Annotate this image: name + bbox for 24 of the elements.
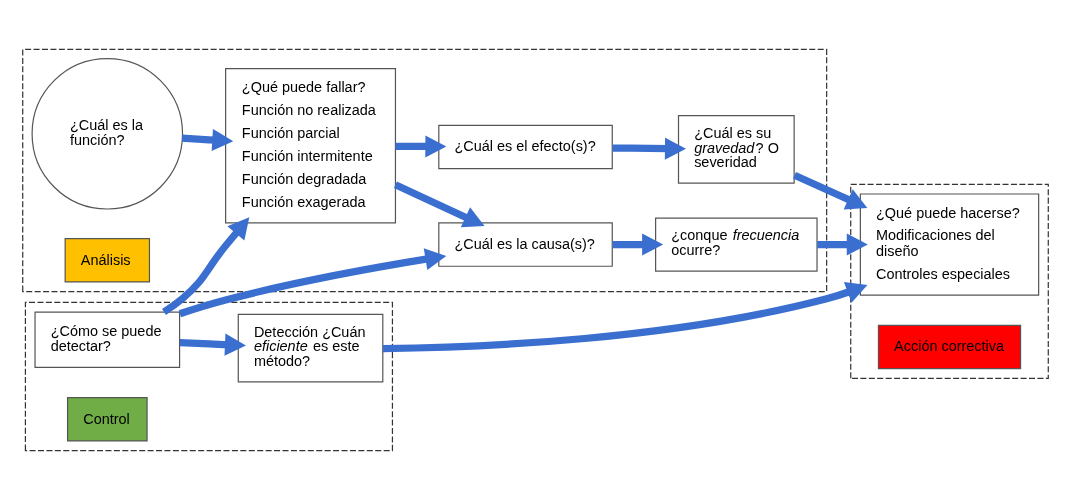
node-box: ¿Qué puede hacerse? Modificaciones del diseño Controles especiales: [859, 192, 1040, 296]
node-box: ¿Cuál es la causa(s)?: [438, 221, 613, 267]
cluster: [850, 183, 1049, 379]
node-box: ¿Qué puede fallar? Función no realizada Función parcial Función intermitente Función degradada Función exagerada: [225, 67, 397, 223]
cluster: [22, 48, 828, 292]
node-box: ¿Cuál es su gravedad? O severidad: [677, 114, 795, 184]
node-circle: ¿Cuál es la función?: [31, 57, 184, 210]
arrow: [162, 216, 250, 315]
node-box: Acción correctiva: [877, 324, 1022, 369]
node-box: ¿Cómo se puede detectar?: [34, 310, 181, 368]
node-box: Análisis: [64, 237, 151, 283]
node-box: Control: [66, 396, 148, 441]
arrow: [793, 171, 868, 209]
arrow: [179, 333, 246, 356]
arrow: [382, 281, 868, 352]
arrow: [181, 128, 234, 151]
arrow: [612, 137, 686, 160]
node-box: ¿conque frecuencia ocurre?: [655, 217, 818, 272]
node-box: Detección ¿Cuán eficiente es este método?: [237, 313, 384, 382]
node-box: ¿Cuál es el efecto(s)?: [438, 124, 613, 169]
arrow: [393, 180, 485, 227]
arrow: [612, 233, 664, 256]
cluster: [24, 301, 394, 451]
arrow: [178, 247, 447, 317]
